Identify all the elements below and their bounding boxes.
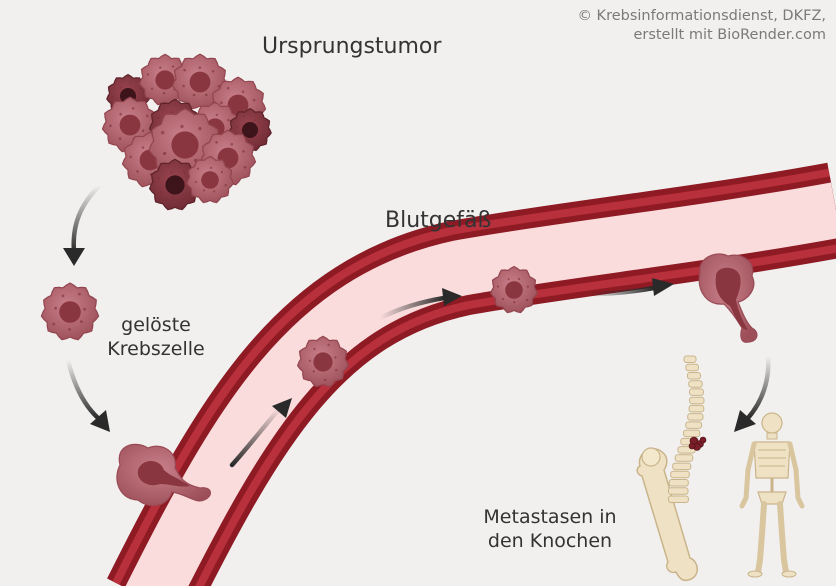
skeleton-icon xyxy=(739,412,805,578)
copyright-credit: © Krebsinformationsdienst, DKFZ, erstell… xyxy=(577,7,826,45)
arrow-tumor-to-cell xyxy=(63,182,103,266)
detached-cell xyxy=(40,282,100,341)
detached-cancer-cell xyxy=(40,282,100,341)
tumor-cell-4-nucleus xyxy=(227,94,249,116)
flow-arrows xyxy=(63,182,771,468)
credit-line-1: © Krebsinformationsdienst, DKFZ, xyxy=(577,8,826,24)
vertebra xyxy=(685,421,703,429)
label-detached-cell-line2: Krebszelle xyxy=(107,338,205,360)
circulating-cell-b-nucleus xyxy=(505,281,523,299)
vertebra xyxy=(672,462,692,471)
spine-icon xyxy=(667,355,707,503)
label-detached-cell: gelöste Krebszelle xyxy=(96,313,216,361)
tumor-cell-8-nucleus xyxy=(242,122,258,138)
arrow-in-vessel-1 xyxy=(229,398,292,468)
circulating-cell-1 xyxy=(296,335,350,388)
arrow-in-vessel-2 xyxy=(377,288,462,321)
vertebra xyxy=(689,388,704,396)
label-bone-metastases: Metastasen in den Knochen xyxy=(470,505,630,553)
intravasating-cell xyxy=(116,443,211,507)
vertebra xyxy=(674,454,694,462)
label-detached-cell-line1: gelöste xyxy=(121,314,191,336)
vessel-lumen xyxy=(125,182,836,586)
tumor-cell-12 xyxy=(148,158,202,211)
vertebra xyxy=(667,495,689,503)
arrow-cell-to-vessel xyxy=(65,357,110,432)
femur-bone-icon xyxy=(636,447,698,582)
arrow-in-vessel-3 xyxy=(585,278,674,297)
label-bone-metastases-line1: Metastasen in xyxy=(483,506,617,528)
circulating-cell-a-nucleus xyxy=(313,352,333,372)
vertebra xyxy=(668,479,689,487)
circulating-cell-2 xyxy=(490,265,538,314)
tumor-cell-10-nucleus xyxy=(171,131,199,159)
intravasating-cell-nucleus xyxy=(137,461,190,487)
tumor-cell-3-nucleus xyxy=(189,71,211,93)
arrow-vessel-to-bone xyxy=(734,353,771,432)
circulating-cell-a xyxy=(296,335,350,388)
tumor-cell-13-nucleus xyxy=(201,171,219,189)
vertebra xyxy=(670,470,690,479)
vertebra xyxy=(688,404,705,413)
vertebra xyxy=(683,355,697,363)
vertebra xyxy=(683,429,701,438)
detached-cell-nucleus xyxy=(59,301,81,323)
vertebra xyxy=(688,380,703,388)
circulating-cell-b xyxy=(490,265,538,314)
credit-line-2: erstellt mit BioRender.com xyxy=(633,27,826,43)
extravasating-cell-nucleus xyxy=(715,267,748,330)
bone-metastasis-icon xyxy=(688,436,707,451)
vertebra xyxy=(685,363,699,372)
tumor-cell-5-nucleus xyxy=(119,114,141,136)
vertebra xyxy=(668,487,689,495)
tumor-cell-12-nucleus xyxy=(165,175,185,195)
primary-tumor-cluster xyxy=(101,53,272,211)
extravasating-cell xyxy=(698,253,758,343)
vertebra xyxy=(687,413,704,421)
label-bone-metastases-line2: den Knochen xyxy=(487,530,613,552)
tumor-cell-2-nucleus xyxy=(155,70,175,90)
tumor-cell-13 xyxy=(186,155,234,204)
label-primary-tumor: Ursprungstumor xyxy=(262,34,442,59)
label-blood-vessel: Blutgefäß xyxy=(385,208,492,233)
vertebra xyxy=(687,372,701,380)
vertebra xyxy=(689,396,705,405)
blood-vessel xyxy=(107,162,836,586)
